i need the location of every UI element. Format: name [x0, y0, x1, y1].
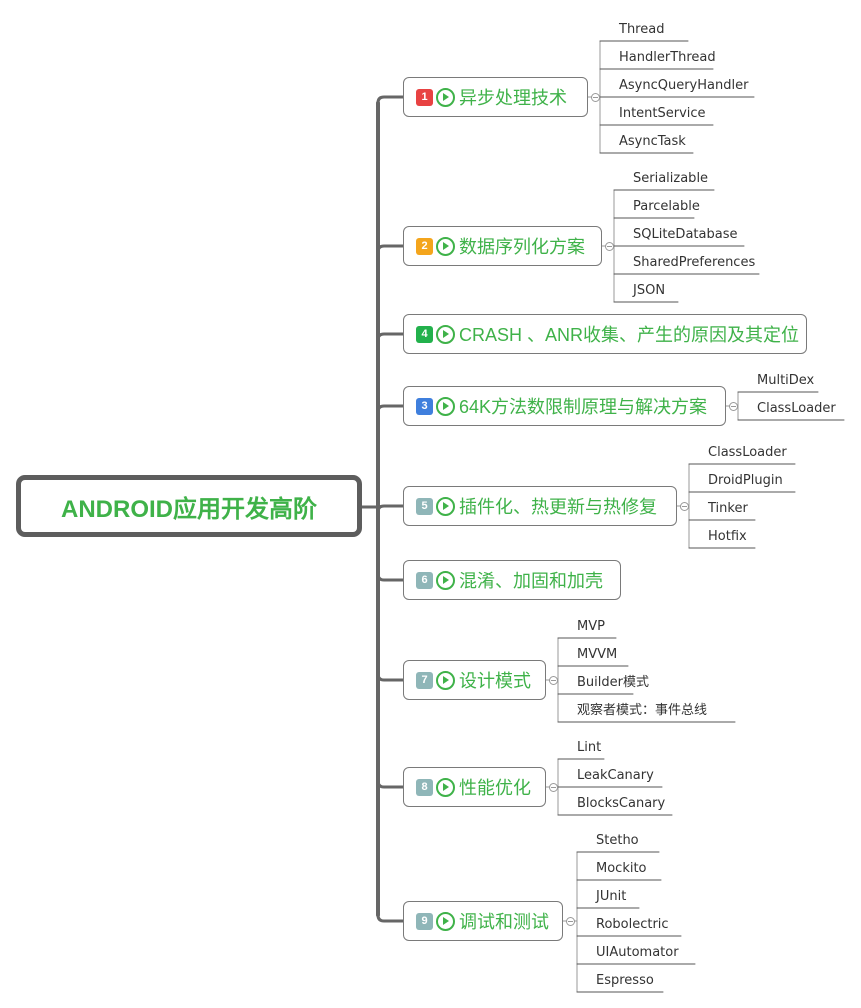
subtopic-item[interactable]: BlocksCanary [577, 796, 666, 811]
branch-label: 数据序列化方案 [459, 237, 585, 257]
branch-topic[interactable]: 3 64K方法数限制原理与解决方案 [403, 386, 726, 426]
root-topic[interactable]: ANDROID应用开发高阶 [16, 475, 362, 537]
branch-connector-line [376, 332, 403, 341]
branch-topic[interactable]: 9 调试和测试 [403, 901, 563, 941]
subtopic-item[interactable]: ClassLoader [708, 445, 787, 460]
branch-label: 调试和测试 [459, 912, 549, 932]
branch-topic[interactable]: 8 性能优化 [403, 767, 546, 807]
collapse-minus-icon[interactable] [566, 917, 575, 926]
play-circle-icon [436, 911, 455, 931]
play-circle-icon [436, 236, 455, 256]
branch-label: 设计模式 [459, 671, 531, 691]
branch-topic[interactable]: 2 数据序列化方案 [403, 226, 602, 266]
branch-connector-line [376, 780, 403, 789]
play-circle-icon [436, 87, 455, 107]
branch-connector-line [376, 914, 403, 923]
subtopic-item[interactable]: Espresso [596, 973, 654, 988]
branch-label: 异步处理技术 [459, 88, 567, 108]
play-circle-icon [436, 496, 455, 516]
collapse-minus-icon[interactable] [729, 402, 738, 411]
branch-label: 混淆、加固和加壳 [459, 571, 603, 591]
subtopic-item[interactable]: AsyncQueryHandler [619, 78, 749, 93]
branch-connector-line [376, 95, 403, 104]
number-badge-icon: 6 [416, 571, 433, 589]
subtopic-item[interactable]: UIAutomator [596, 945, 679, 960]
collapse-minus-icon[interactable] [549, 676, 558, 685]
play-circle-icon [436, 777, 455, 797]
number-badge-icon: 2 [416, 237, 433, 255]
subtopic-item[interactable]: 观察者模式：事件总线 [577, 703, 708, 718]
subtopic-item[interactable]: IntentService [619, 106, 706, 121]
branch-connector-line [376, 244, 403, 253]
branch-topic[interactable]: 1 异步处理技术 [403, 77, 588, 117]
subtopic-item[interactable]: MVVM [577, 647, 618, 662]
branch-connector-line [376, 404, 403, 413]
number-badge-icon: 7 [416, 671, 433, 689]
branch-topic[interactable]: 6 混淆、加固和加壳 [403, 560, 621, 600]
branch-label: 64K方法数限制原理与解决方案 [459, 397, 708, 417]
branch-topic[interactable]: 4 CRASH 、ANR收集、产生的原因及其定位 [403, 314, 807, 354]
subtopic-item[interactable]: DroidPlugin [708, 473, 783, 488]
subtopic-item[interactable]: MVP [577, 619, 605, 634]
branch-connector-line [376, 573, 403, 582]
number-badge-icon: 9 [416, 912, 433, 930]
subtopic-item[interactable]: LeakCanary [577, 768, 654, 783]
play-circle-icon [436, 570, 455, 590]
subtopic-item[interactable]: JSON [633, 283, 666, 298]
subtopic-item[interactable]: SQLiteDatabase [633, 227, 738, 242]
root-title: ANDROID应用开发高阶 [61, 495, 317, 523]
number-badge-icon: 5 [416, 497, 433, 515]
number-badge-icon: 1 [416, 88, 433, 106]
branch-topic[interactable]: 5 插件化、热更新与热修复 [403, 486, 677, 526]
subtopic-item[interactable]: HandlerThread [619, 50, 716, 65]
play-circle-icon [436, 324, 455, 344]
branch-topic[interactable]: 7 设计模式 [403, 660, 546, 700]
branch-connector-line [376, 673, 403, 682]
play-circle-icon [436, 670, 455, 690]
play-circle-icon [436, 396, 455, 416]
collapse-minus-icon[interactable] [680, 502, 689, 511]
branch-connector-line [376, 504, 403, 513]
branch-label: CRASH 、ANR收集、产生的原因及其定位 [459, 325, 800, 345]
number-badge-icon: 3 [416, 397, 433, 415]
subtopic-item[interactable]: Tinker [708, 501, 748, 516]
subtopic-item[interactable]: Parcelable [633, 199, 700, 214]
subtopic-item[interactable]: AsyncTask [619, 134, 686, 149]
collapse-minus-icon[interactable] [605, 242, 614, 251]
branch-label: 性能优化 [459, 778, 531, 798]
subtopic-item[interactable]: Hotfix [708, 529, 747, 544]
subtopic-item[interactable]: SharedPreferences [633, 255, 756, 270]
subtopic-item[interactable]: Serializable [633, 171, 709, 186]
collapse-minus-icon[interactable] [591, 93, 600, 102]
subtopic-item[interactable]: Robolectric [596, 917, 669, 932]
subtopic-item[interactable]: Lint [577, 740, 602, 755]
number-badge-icon: 4 [416, 325, 433, 343]
branch-label: 插件化、热更新与热修复 [459, 497, 657, 517]
subtopic-item[interactable]: Thread [619, 22, 665, 37]
number-badge-icon: 8 [416, 778, 433, 796]
subtopic-item[interactable]: Stetho [596, 833, 639, 848]
subtopic-item[interactable]: ClassLoader [757, 401, 836, 416]
subtopic-item[interactable]: JUnit [596, 889, 627, 904]
subtopic-item[interactable]: Builder模式 [577, 675, 649, 690]
collapse-minus-icon[interactable] [549, 783, 558, 792]
subtopic-item[interactable]: MultiDex [757, 373, 815, 388]
subtopic-item[interactable]: Mockito [596, 861, 647, 876]
